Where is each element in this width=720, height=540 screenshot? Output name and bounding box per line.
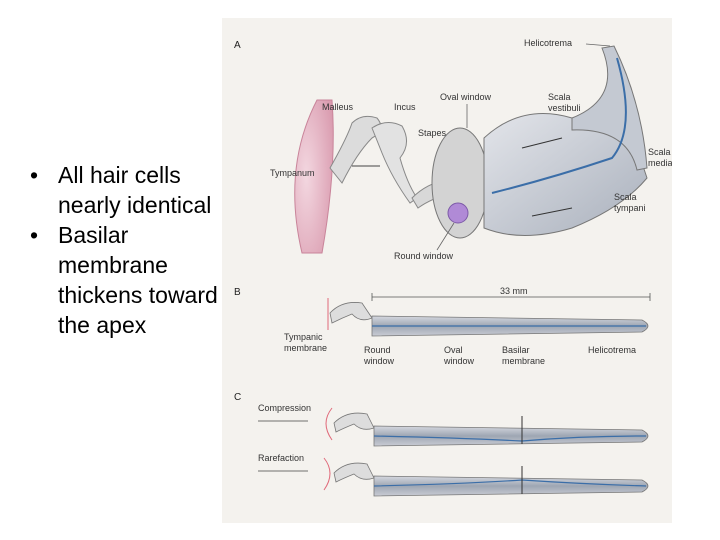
label-malleus: Malleus <box>322 102 354 112</box>
flow-arrow <box>521 137 563 149</box>
label-round-window: Round window <box>394 251 454 261</box>
bullet-text: Basilar membrane thickens toward the ape… <box>58 222 218 338</box>
label-helicotrema-b: Helicotrema <box>588 345 636 355</box>
label-rarefaction: Rarefaction <box>258 453 304 463</box>
cochlea-body <box>483 113 648 236</box>
flow-arrow <box>531 207 573 217</box>
panel-b-letter: B <box>234 287 241 298</box>
bullet-list: • All hair cells nearly identical • Basila… <box>30 160 220 340</box>
label-helicotrema: Helicotrema <box>524 38 572 48</box>
label-scala-media-2: media <box>648 158 672 168</box>
leader-line <box>436 222 455 251</box>
label-scala-tympani-1: Scala <box>614 192 637 202</box>
scala-media-line <box>491 57 627 194</box>
label-scala-vestibuli-2: vestibuli <box>548 103 581 113</box>
bullet-dot: • <box>30 162 39 188</box>
label-tympanum: Tympanum <box>270 168 315 178</box>
label-length: 33 mm <box>500 286 528 296</box>
bullet-item: • All hair cells nearly identical <box>30 160 220 220</box>
label-oval-window: Oval window <box>440 92 492 102</box>
label-oval-window-b-1: Oval <box>444 345 463 355</box>
rarefaction-membrane <box>323 457 331 491</box>
label-round-window-b-2: window <box>363 356 395 366</box>
label-tympanic-membrane-2: membrane <box>284 343 327 353</box>
label-basilar-membrane-2: membrane <box>502 356 545 366</box>
label-compression: Compression <box>258 403 311 413</box>
ossicle-chain-b <box>329 302 373 324</box>
panel-a: A Helicotrema Malleus Incus Oval window … <box>234 38 672 261</box>
tympanum-shape <box>294 99 334 254</box>
cochlea-figure: A Helicotrema Malleus Incus Oval window … <box>222 18 672 523</box>
label-stapes: Stapes <box>418 128 447 138</box>
bullet-text: All hair cells nearly identical <box>58 162 212 218</box>
label-basilar-membrane-1: Basilar <box>502 345 530 355</box>
panel-c-letter: C <box>234 392 241 403</box>
label-round-window-b-1: Round <box>364 345 391 355</box>
malleus-shape <box>329 115 382 184</box>
panel-c: C Compression Rarefaction <box>234 392 649 497</box>
cochlea-tube-c2 <box>373 475 649 497</box>
label-oval-window-b-2: window <box>443 356 475 366</box>
bullet-dot: • <box>30 222 39 248</box>
ossicle-chain-c2 <box>333 462 375 483</box>
bullet-item: • Basilar membrane thickens toward the ap… <box>30 220 220 340</box>
incus-shape <box>371 122 418 204</box>
compression-membrane <box>325 407 333 441</box>
helicotrema-coil <box>571 45 648 171</box>
round-window-shape <box>447 202 469 224</box>
label-incus: Incus <box>394 102 416 112</box>
cochlea-tube-c1 <box>373 425 649 447</box>
leader-line <box>585 43 611 47</box>
label-scala-vestibuli-1: Scala <box>548 92 571 102</box>
label-scala-media-1: Scala <box>648 147 671 157</box>
panel-b: B 33 mm Tympanic membrane Round window O… <box>234 286 651 366</box>
label-scala-tympani-2: tympani <box>614 203 646 213</box>
label-tympanic-membrane-1: Tympanic <box>284 332 323 342</box>
ossicle-chain-c1 <box>333 412 375 433</box>
panel-a-letter: A <box>234 40 241 51</box>
